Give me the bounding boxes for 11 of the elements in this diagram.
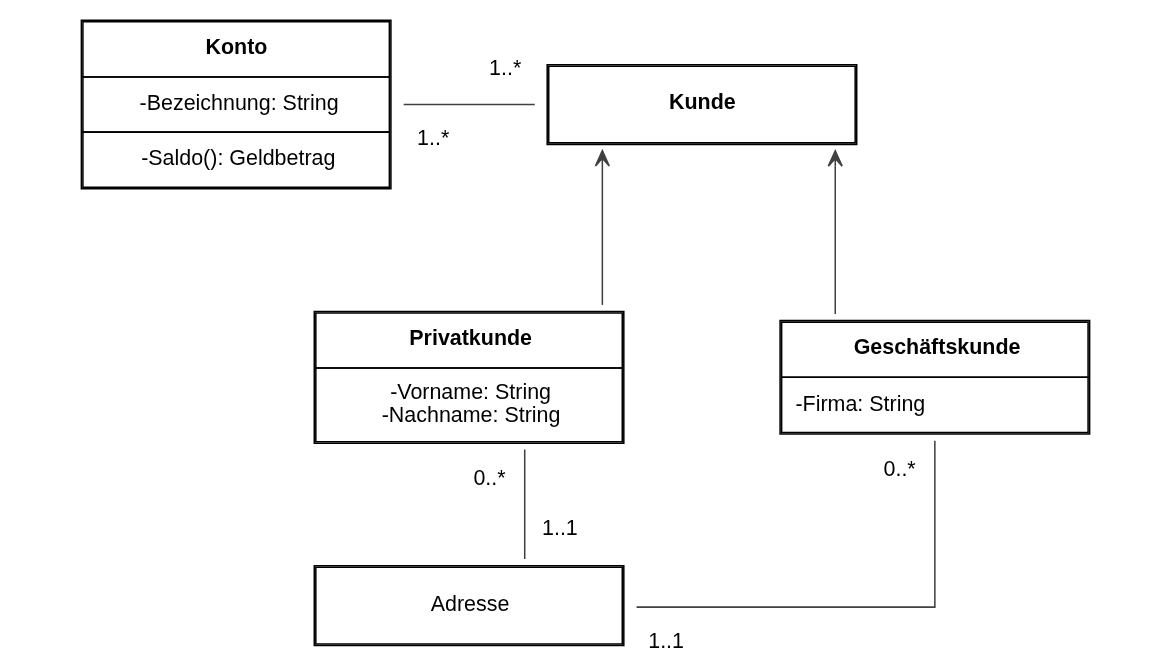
label: 1..1	[541, 516, 578, 541]
label: 1..1	[647, 629, 684, 654]
connector	[635, 439, 936, 608]
label: 1..*	[488, 56, 521, 81]
arrow	[594, 149, 610, 306]
label: 0..*	[883, 456, 916, 481]
connector	[523, 448, 525, 560]
connector	[402, 103, 535, 106]
label: 0..*	[472, 465, 506, 490]
label: 1..*	[416, 126, 449, 151]
arrow	[827, 150, 843, 315]
